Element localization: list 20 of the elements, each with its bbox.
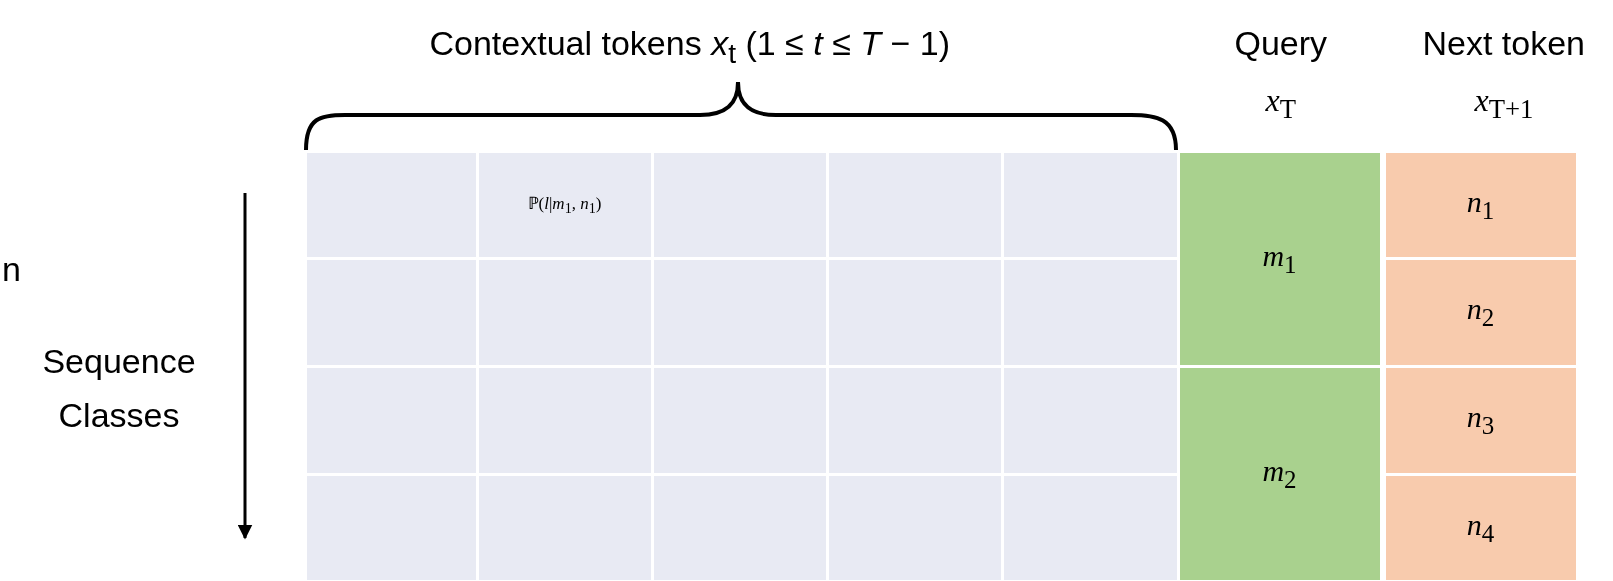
math-symbol: m$_{2}$	[1262, 453, 1297, 494]
math-symbol: n$_{1}$	[1466, 184, 1495, 225]
math-symbol: m$_{1}$	[1262, 238, 1297, 279]
math-symbol: n$_{4}$	[1466, 507, 1495, 548]
next-token-cell	[1385, 475, 1576, 580]
heading: Query	[1234, 24, 1328, 63]
probability-formula: ℙ(l|m$_{1}$, n$_{1}$)	[527, 193, 602, 218]
axis-label: Sequence Classes	[41, 341, 197, 436]
math-symbol: x$_{T}$	[1265, 82, 1296, 126]
math-symbol: n$_{2}$	[1466, 292, 1495, 332]
next-token-cell	[1385, 152, 1576, 257]
next-token-cell	[1385, 367, 1576, 473]
query-cell	[1179, 152, 1380, 365]
math-symbol: x$_{T+1}$	[1474, 82, 1534, 126]
next-token-cell	[1385, 259, 1576, 365]
math-symbol: n$_{3}$	[1466, 400, 1495, 440]
query-cell	[1179, 367, 1380, 580]
heading: Contextual tokens x$_{t}$ (1 ≤ t ≤ T − 1)	[429, 24, 950, 70]
text-fragment: n	[2, 250, 21, 289]
heading: Next token	[1422, 24, 1586, 63]
